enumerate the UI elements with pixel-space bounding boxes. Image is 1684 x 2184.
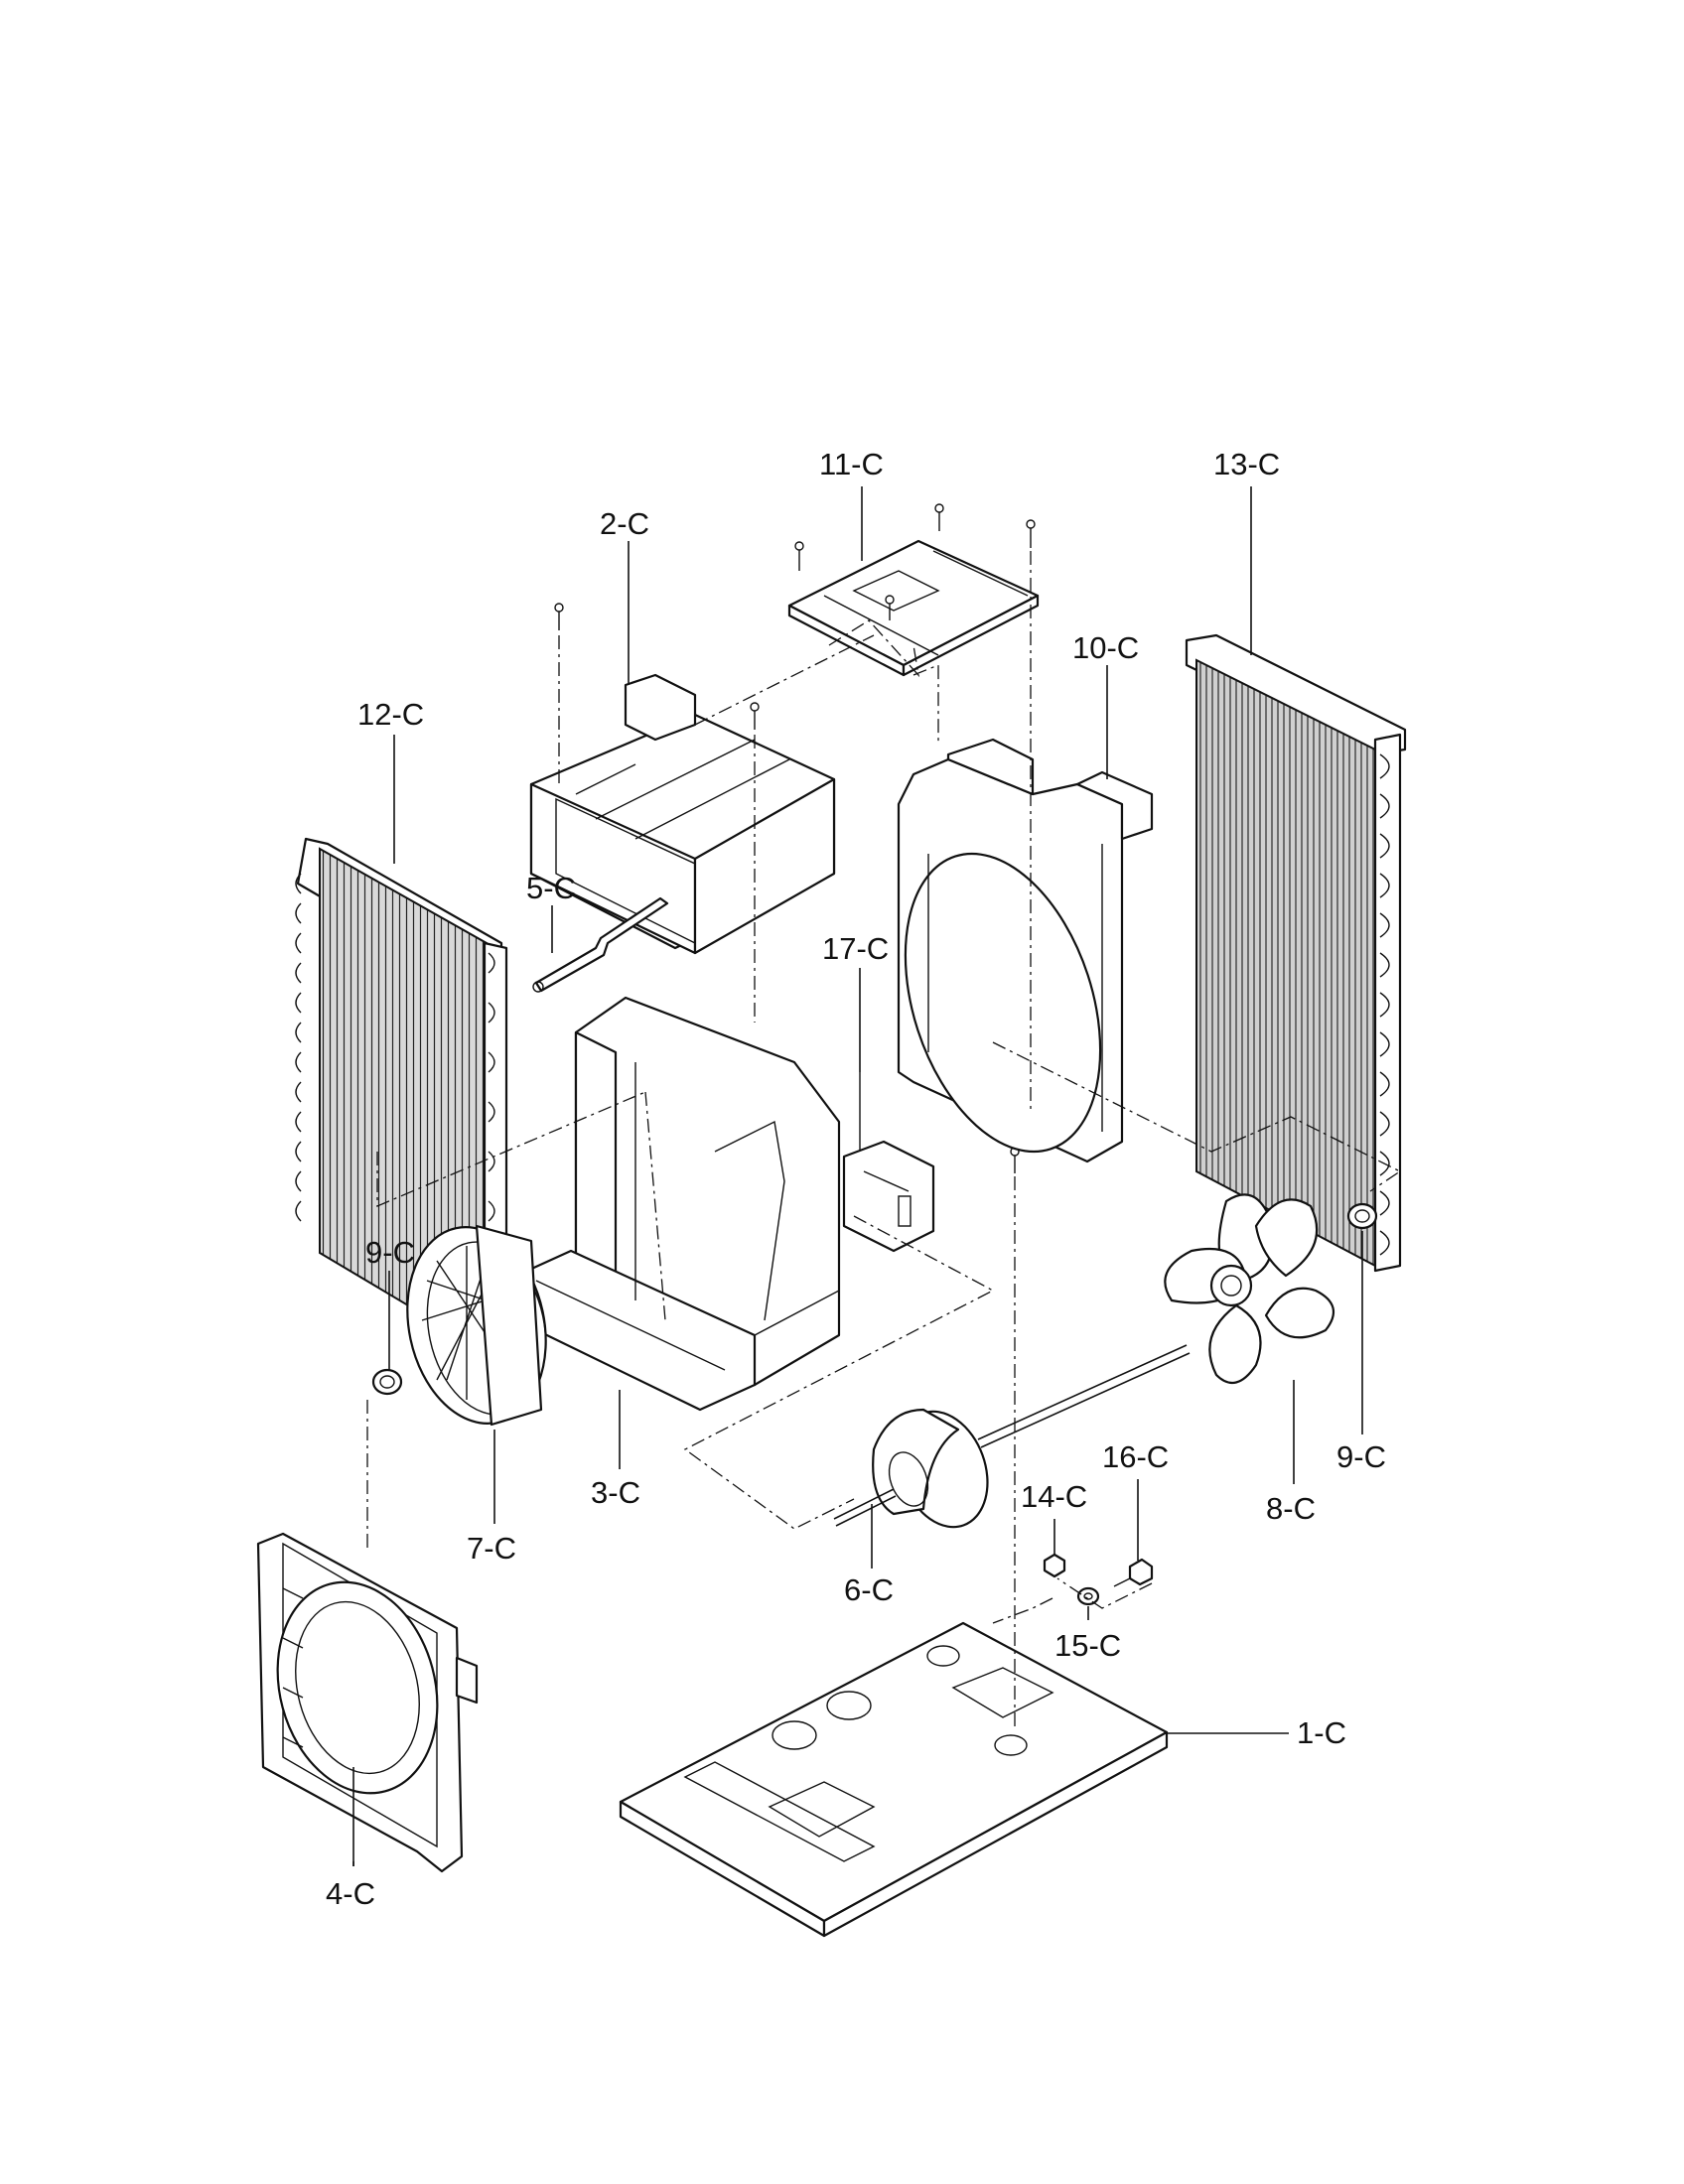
part-9-clip-right (1346, 1202, 1378, 1230)
label-11-c: 11-C (819, 447, 884, 481)
part-5-rod (532, 896, 669, 993)
part-3-housing (514, 996, 841, 1412)
part-1-base-pan (619, 1621, 1169, 1938)
part-labels: 11-C 2-C 13-C 10-C 12-C 5-C 17-C 9-C 3-C… (326, 447, 1386, 1911)
screws (554, 503, 1036, 1173)
label-16-c: 16-C (1102, 1439, 1169, 1474)
alignment-lines (366, 551, 1402, 1727)
part-6-motor (833, 1344, 1191, 1529)
label-15-c: 15-C (1054, 1628, 1121, 1663)
part-13-tube-bends (1379, 753, 1390, 1256)
label-14-c: 14-C (1021, 1479, 1087, 1514)
part-12-coil (295, 837, 508, 1362)
part-10-shroud (897, 738, 1154, 1163)
part-14-nut (1043, 1553, 1066, 1578)
label-3-c: 3-C (591, 1475, 640, 1510)
label-7-c: 7-C (467, 1531, 516, 1566)
label-10-c: 10-C (1072, 630, 1139, 665)
label-13-c: 13-C (1213, 447, 1280, 481)
label-5-c: 5-C (526, 871, 576, 905)
label-6-c: 6-C (844, 1572, 894, 1607)
part-2-case (529, 673, 836, 955)
part-13-coil (1185, 633, 1407, 1273)
part-15-washer (1076, 1586, 1100, 1606)
label-17-c: 17-C (822, 931, 889, 966)
label-4-c: 4-C (326, 1876, 375, 1911)
part-9-clip-left (371, 1368, 403, 1396)
part-7-blower (406, 1224, 547, 1427)
part-4-front-panel (256, 1532, 479, 1873)
part-8-fan (1164, 1193, 1335, 1385)
leader-lines (352, 486, 1363, 1866)
label-9-c-right: 9-C (1336, 1439, 1386, 1474)
part-17-bracket (842, 1072, 935, 1253)
label-9-c-left: 9-C (365, 1235, 415, 1270)
label-8-c: 8-C (1266, 1491, 1316, 1526)
part-11-bracket (787, 539, 1040, 677)
label-2-c: 2-C (600, 506, 649, 541)
part-16-bolt (1113, 1558, 1154, 1587)
label-1-c: 1-C (1297, 1715, 1346, 1750)
label-12-c: 12-C (357, 697, 424, 732)
